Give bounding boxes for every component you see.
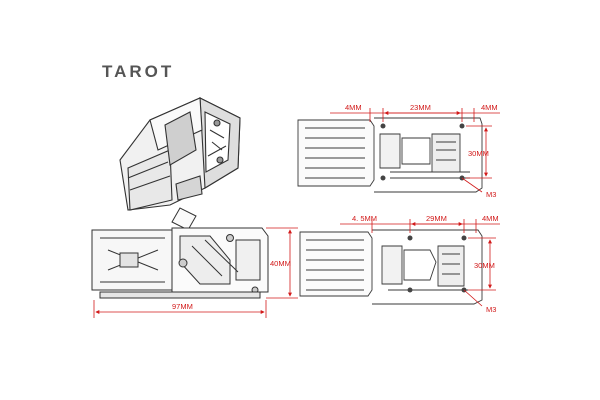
mounting-hole — [461, 235, 467, 241]
isometric-view — [119, 97, 241, 211]
plan-bottom-dimensions — [340, 219, 500, 307]
mounting-hole — [407, 287, 413, 293]
plan-bottom-screw-size: M3 — [486, 305, 496, 314]
height-label: 40MM — [270, 259, 291, 268]
mounting-hole — [380, 123, 386, 129]
tarot-logo: TAROT — [102, 62, 175, 81]
plan-top-left-offset: 4MM — [345, 103, 362, 112]
plan-bottom-hole-spacing: 29MM — [426, 214, 447, 223]
height-dimension — [266, 227, 298, 299]
mounting-hole — [459, 123, 465, 129]
plan-bottom-left-offset: 4. 5MM — [352, 214, 377, 223]
side-view — [91, 207, 269, 299]
plan-view-bottom — [299, 229, 483, 305]
mounting-hole — [407, 235, 413, 241]
plan-top-right-offset: 4MM — [481, 103, 498, 112]
plan-top-hole-spacing: 23MM — [410, 103, 431, 112]
plan-bottom-right-offset: 4MM — [482, 214, 499, 223]
plan-top-screw-size: M3 — [486, 190, 496, 199]
plan-top-vertical-spacing: 30MM — [468, 149, 489, 158]
plan-top-dimensions — [330, 108, 500, 193]
plan-view-top — [297, 117, 483, 193]
plan-bottom-vertical-spacing: 30MM — [474, 261, 495, 270]
mounting-hole — [380, 175, 386, 181]
length-dimension — [93, 300, 267, 318]
length-label: 97MM — [172, 302, 193, 311]
